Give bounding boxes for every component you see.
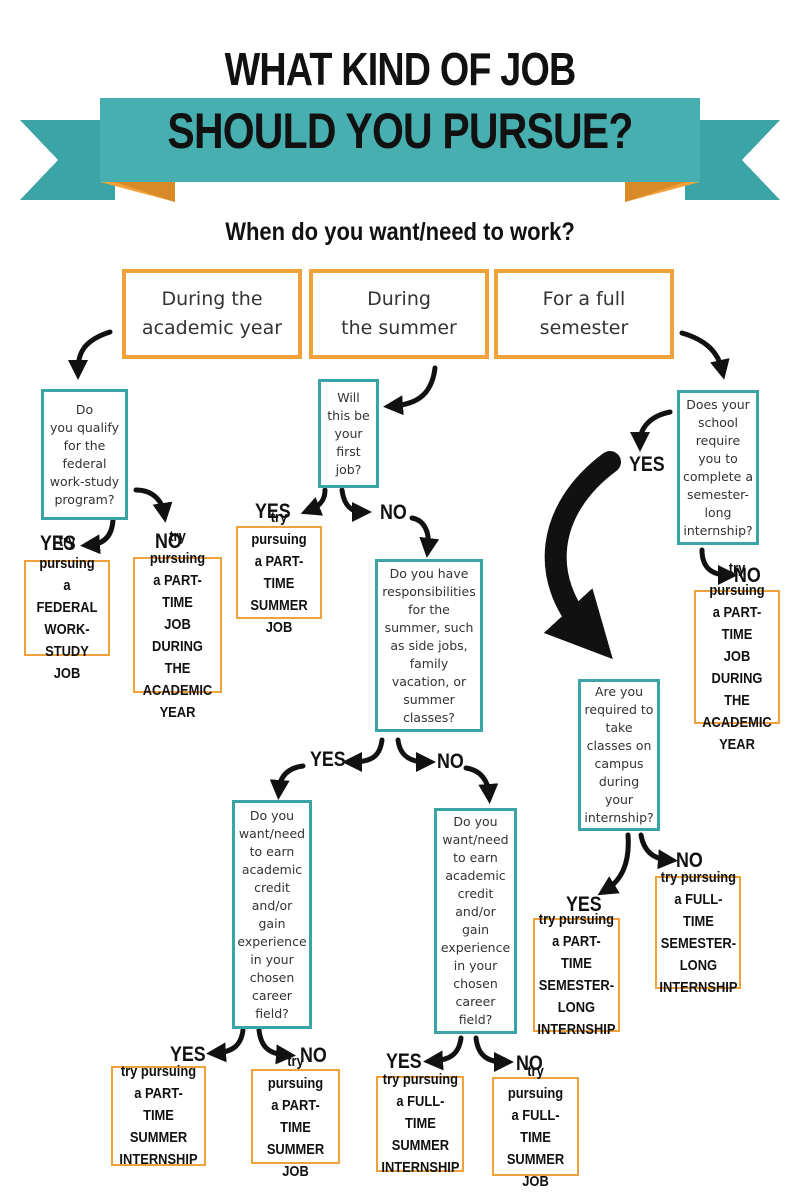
arrow-yes-to-credit1 xyxy=(269,763,306,800)
label-yes-credit2: YES xyxy=(386,1050,422,1073)
arrow-no-to-credit2 xyxy=(463,765,499,804)
result-part-time-semester-internship: try pursuing a PART-TIME SEMESTER- LONG … xyxy=(533,911,620,1038)
option-summer: During the summer xyxy=(309,269,489,359)
question-school-require: Does your school require you to complete… xyxy=(677,390,759,545)
question-first-job: Will this be your first job? xyxy=(318,379,379,488)
arrow-big-yes-to-campus xyxy=(543,451,621,660)
label-yes-responsibilities: YES xyxy=(310,748,346,771)
arrow-firstjob-no xyxy=(339,487,372,522)
arrow-summer-to-firstjob xyxy=(383,365,438,416)
arrow-credit2-yes xyxy=(423,1035,464,1071)
arrow-resp-no xyxy=(395,737,436,772)
question-credit-no-branch: Do you want/need to earn academic credit… xyxy=(434,808,517,1034)
result-part-time-summer-internship: try pursuing a PART-TIME SUMMER INTERNSH… xyxy=(111,1063,206,1168)
main-question: When do you want/need to work? xyxy=(225,218,575,246)
label-no-require: NO xyxy=(734,564,761,587)
arrow-credit1-no xyxy=(256,1027,296,1065)
option-academic-year: During the academic year xyxy=(122,269,302,359)
label-yes-firstjob: YES xyxy=(255,500,291,523)
question-campus-classes: Are you required to take classes on camp… xyxy=(578,679,660,831)
result-part-time-academic-year-2: try pursuing a PART-TIME JOB DURING THE … xyxy=(694,560,780,753)
arrow-campus-no xyxy=(638,832,678,870)
arrow-require-yes xyxy=(630,409,673,452)
title-banner xyxy=(20,98,780,202)
result-part-time-summer-job-2: try pursuing a PART-TIME SUMMER JOB xyxy=(251,1053,340,1180)
arrow-credit2-no xyxy=(473,1035,514,1072)
arrow-credit1-yes xyxy=(206,1027,246,1063)
title-line-2: SHOULD YOU PURSUE? xyxy=(167,103,633,159)
label-yes-workstudy: YES xyxy=(40,532,76,555)
label-no-credit2: NO xyxy=(516,1052,543,1075)
result-part-time-summer-job-1: try pursuing a PART-TIME SUMMER JOB xyxy=(236,509,322,636)
label-no-campus: NO xyxy=(676,849,703,872)
arrow-workstudy-no xyxy=(133,487,173,523)
result-full-time-semester-internship: try pursuing a FULL-TIME SEMESTER- LONG … xyxy=(655,869,741,996)
arrow-campus-yes xyxy=(597,832,631,896)
label-yes-credit1: YES xyxy=(170,1043,206,1066)
label-yes-require: YES xyxy=(629,453,665,476)
label-no-responsibilities: NO xyxy=(437,750,464,773)
arrow-semester-to-require xyxy=(679,330,730,380)
question-responsibilities: Do you have responsibilities for the sum… xyxy=(375,559,483,732)
title-line-1: WHAT KIND OF JOB xyxy=(224,43,577,95)
arrow-no-to-responsibilities xyxy=(409,515,440,558)
result-part-time-academic-year: try pursuing a PART-TIME JOB DURING THE … xyxy=(133,528,222,721)
arrow-academic-to-workstudy xyxy=(68,329,113,380)
result-full-time-summer-internship: try pursuing a FULL-TIME SUMMER INTERNSH… xyxy=(376,1071,464,1176)
label-yes-campus: YES xyxy=(566,893,602,916)
label-no-workstudy: NO xyxy=(155,530,182,553)
label-no-firstjob: NO xyxy=(380,501,407,524)
arrow-require-no xyxy=(699,547,738,585)
question-work-study: Do you qualify for the federal work-stud… xyxy=(41,389,128,520)
arrow-workstudy-yes xyxy=(80,517,116,555)
question-credit-yes-branch: Do you want/need to earn academic credit… xyxy=(232,800,312,1029)
result-federal-work-study: try pursuing a FEDERAL WORK- STUDY JOB xyxy=(24,533,110,682)
result-full-time-summer-job: try pursuing a FULL-TIME SUMMER JOB xyxy=(492,1063,579,1190)
label-no-credit1: NO xyxy=(300,1044,327,1067)
arrow-resp-yes xyxy=(342,737,385,772)
option-full-semester: For a full semester xyxy=(494,269,674,359)
arrow-firstjob-yes xyxy=(300,487,328,516)
